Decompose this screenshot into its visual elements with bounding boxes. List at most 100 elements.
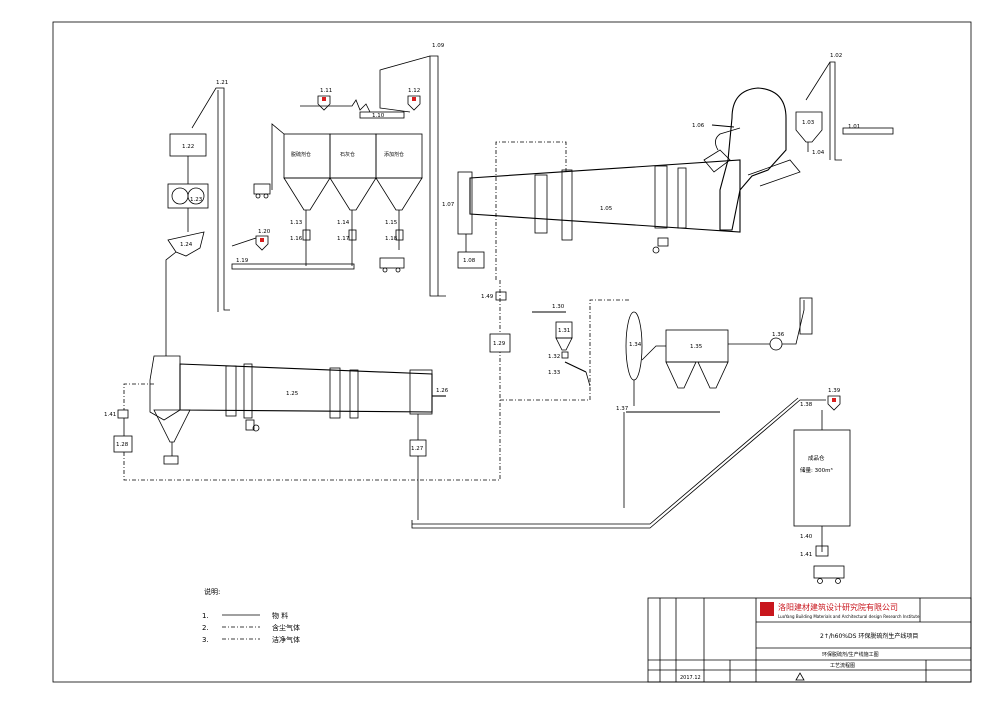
gas-return-line — [123, 352, 501, 481]
label-102: 1.02 — [830, 53, 842, 59]
feed-to-dryer — [165, 251, 177, 356]
legend-text-3: 洁净气体 — [272, 635, 300, 644]
label-127: 1.27 — [411, 446, 424, 452]
silo-body — [793, 429, 851, 527]
truck-3 — [813, 565, 845, 579]
label-131: 1.31 — [558, 328, 570, 334]
box-128 — [113, 435, 133, 453]
truck-1 — [253, 183, 271, 195]
filter-139 — [827, 395, 841, 411]
valve-132 — [561, 351, 569, 359]
truck-2-wheel-2 — [395, 267, 401, 273]
dryer-cyclone-cone — [153, 409, 191, 443]
label-101: 1.01 — [848, 124, 860, 130]
bin-2-cone — [329, 177, 377, 211]
drawing-date: 2017.12 — [680, 675, 701, 681]
label-149: 1.49 — [481, 294, 494, 300]
filter-139-mark — [832, 398, 836, 402]
dryer-discharge — [163, 455, 179, 465]
drawing-name: 工艺流程图 — [830, 662, 855, 669]
legend-num-2: 2. — [202, 624, 209, 632]
legend: 说明: 1. 2. 3. 物 料 含尘气体 洁净气体 — [202, 587, 300, 644]
label-133: 1.33 — [548, 370, 561, 376]
label-128: 1.28 — [116, 442, 129, 448]
legend-text-2: 含尘气体 — [272, 623, 300, 632]
label-126: 1.26 — [436, 388, 449, 394]
lime-area: 1.30 1.31 1.32 1.33 — [532, 304, 591, 387]
label-141b: 1.41 — [800, 552, 812, 558]
filter-111 — [317, 95, 331, 111]
filter-112-mark — [412, 97, 416, 101]
label-124: 1.24 — [180, 242, 193, 248]
top-conveyor-110 — [359, 111, 405, 119]
dryer-drive — [245, 419, 255, 431]
cyclone-to-filter — [641, 345, 666, 361]
label-129: 1.29 — [493, 341, 506, 347]
dryer-tyre-1 — [225, 365, 237, 417]
bin-2: 石灰仓 — [329, 133, 377, 211]
filter-120-duct — [231, 237, 257, 247]
kiln-gear — [561, 169, 573, 241]
dryer-tyre-2 — [329, 367, 341, 419]
gas-duct-top — [495, 141, 567, 280]
silo-title: 成品仓 — [808, 454, 825, 462]
elevator-102 — [805, 61, 842, 161]
label-123: 1.23 — [190, 197, 203, 203]
company-logo-icon — [760, 602, 774, 616]
duct-2 — [747, 159, 801, 187]
kiln-body-105 — [469, 159, 741, 233]
label-109: 1.09 — [432, 43, 445, 49]
bin-1-pipe — [271, 123, 285, 190]
truck-3-wheel-1 — [817, 578, 823, 584]
product-silo-area: 1.39 成品仓 储量: 300m³ 1.40 1.41 — [793, 388, 851, 584]
label-118: 1.18 — [385, 236, 398, 242]
bag-filter-hopper-1 — [665, 361, 697, 389]
company-name-cn: 洛阳建材建筑设计研究院有限公司 — [778, 602, 898, 612]
label-110: 1.10 — [372, 113, 385, 119]
dryer-125: 1.25 1.26 1.27 1.41 1.28 — [104, 352, 501, 481]
filter-112 — [407, 95, 421, 111]
dryer-inlet — [149, 355, 181, 421]
label-105: 1.05 — [600, 206, 613, 212]
feeder-118 — [395, 229, 404, 241]
bin-3: 添加剂仓 — [375, 133, 423, 211]
label-122: 1.22 — [182, 144, 194, 150]
label-135: 1.35 — [690, 344, 703, 350]
label-132: 1.32 — [548, 354, 560, 360]
label-138: 1.38 — [800, 402, 813, 408]
sheet-name: 环保脱硫剂/生产线施工图 — [822, 651, 879, 658]
box-108 — [457, 251, 485, 269]
dust-collector-area: 1.06 1.02 1.03 1.04 1.01 — [692, 53, 894, 231]
raw-material-line: 1.21 1.22 1.23 1.24 — [165, 80, 230, 356]
label-104: 1.04 — [812, 150, 825, 156]
kiln-motor — [652, 246, 660, 254]
title-block-frame — [647, 597, 972, 683]
label-113: 1.13 — [290, 220, 303, 226]
conveyor-101 — [842, 127, 894, 135]
label-140: 1.40 — [800, 534, 813, 540]
kiln-tyre-2 — [654, 165, 668, 229]
truck-3-wheel-2 — [835, 578, 841, 584]
label-117: 1.17 — [337, 236, 350, 242]
label-112: 1.12 — [408, 88, 420, 94]
feeder-117 — [348, 229, 357, 241]
dryer-gas-out — [123, 383, 154, 410]
legend-text-1: 物 料 — [272, 611, 288, 620]
mid-area: 1.29 1.49 — [481, 280, 630, 401]
truck-1-wheel-2 — [263, 193, 269, 199]
label-139: 1.39 — [828, 388, 841, 394]
kiln-tyre-1 — [534, 174, 548, 234]
kiln-head — [457, 171, 473, 235]
duct-elbow — [703, 149, 731, 173]
label-141: 1.41 — [104, 412, 116, 418]
roll-2 — [187, 187, 205, 205]
truck-2 — [379, 257, 405, 269]
hopper-103 — [795, 111, 823, 143]
dryer-tyre-3 — [349, 369, 359, 419]
label-137: 1.37 — [616, 406, 629, 412]
loader-141 — [815, 545, 829, 557]
project-name: 2↑/h60%DS 环保脱硫剂生产线项目 — [820, 632, 918, 640]
elevator-109 — [429, 55, 446, 297]
dust-line-135 — [500, 299, 630, 401]
